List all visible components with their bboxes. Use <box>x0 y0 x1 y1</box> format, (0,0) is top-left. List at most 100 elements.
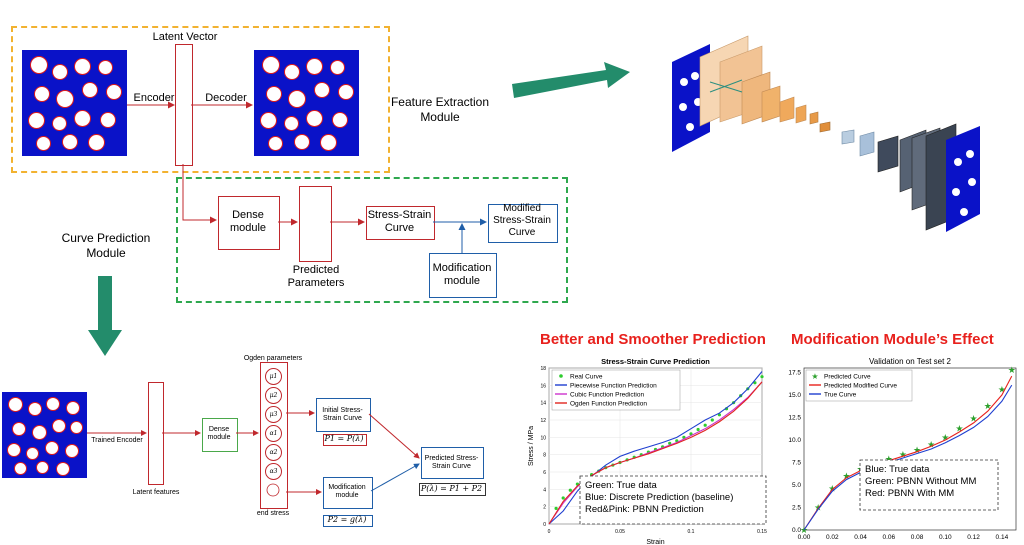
y-tick-label: 16 <box>540 383 546 389</box>
series-point-predicted-curve: ★ <box>998 385 1006 395</box>
x-tick-label: 0.1 <box>688 529 695 535</box>
cnn-autoencoder-illustration <box>672 35 980 232</box>
y-tick-label: 12 <box>540 418 546 424</box>
trained-encoder-input-image <box>2 392 87 478</box>
ogden-param-0: μ1 <box>265 368 282 385</box>
legend-label: Piecewise Function Prediction <box>570 383 657 390</box>
y-tick-label: 14 <box>540 401 546 407</box>
y-tick-label: 0 <box>543 522 546 528</box>
annotation-box <box>579 475 767 525</box>
series-point-real-curve <box>668 441 672 445</box>
chart-title: Validation on Test set 2 <box>869 357 952 366</box>
input-microstructure-image <box>22 50 127 156</box>
dense-module-label-bottom: Dense module <box>207 426 231 441</box>
right-chart-heading: Modification Module’s Effect <box>791 331 994 348</box>
reconstructed-microstructure-image <box>254 50 359 156</box>
x-tick-label: 0.14 <box>996 534 1009 541</box>
latent-features-label: Latent features <box>132 489 180 496</box>
series-point-predicted-curve: ★ <box>941 432 949 442</box>
series-point-predicted-curve: ★ <box>927 440 935 450</box>
dense-module-box <box>218 196 280 250</box>
modification-module-label-bottom: Modification module <box>328 484 366 499</box>
series-point-real-curve <box>703 423 707 427</box>
modification-eq-box <box>323 515 373 527</box>
legend-label: Predicted Curve <box>824 374 871 381</box>
series-point-predicted-curve: ★ <box>842 471 850 481</box>
legend-label: Real Curve <box>570 374 603 381</box>
curve-prediction-label: Curve Prediction Module <box>61 231 151 260</box>
y-axis-label: Stress / MPa <box>528 426 535 466</box>
predicted-eq: P(λ) = P1 + P2 <box>420 484 483 493</box>
y-tick-label: 0.0 <box>792 527 801 534</box>
series-point-predicted-curve: ★ <box>913 445 921 455</box>
x-tick-label: 0.00 <box>798 534 811 541</box>
series-point-predicted-curve: ★ <box>828 484 836 494</box>
y-tick-label: 17.5 <box>788 370 801 377</box>
modification-module-box <box>429 253 497 298</box>
x-tick-label: 0.05 <box>615 529 625 535</box>
x-tick-label: 0.15 <box>757 529 767 535</box>
ogden-param-4: α2 <box>265 444 282 461</box>
x-axis-label: Strain <box>646 539 664 545</box>
y-tick-label: 2 <box>543 505 546 511</box>
initial-curve-label: Initial Stress- Strain Curve <box>322 407 363 422</box>
predicted-parameters-box <box>299 186 332 262</box>
annotation-line: Blue: True data <box>865 464 930 475</box>
series-point-real-curve <box>710 418 714 422</box>
series-point-real-curve <box>554 506 558 510</box>
legend-label: Cubic Function Prediction <box>570 392 644 399</box>
y-tick-label: 4 <box>543 487 546 493</box>
y-tick-label: 12.5 <box>788 415 801 422</box>
left-chart-heading: Better and Smoother Prediction <box>540 331 766 348</box>
legend-label: Ogden Function Prediction <box>570 401 647 408</box>
y-tick-label: 5.0 <box>792 482 801 489</box>
chart-title: Stress-Strain Curve Prediction <box>601 357 710 366</box>
initial-eq: P1 = P(λ) <box>324 434 364 443</box>
predicted-curve-box <box>421 447 484 479</box>
y-tick-label: 8 <box>543 453 546 459</box>
latent-vector-label: Latent Vector <box>152 31 218 43</box>
annotation-line: Green: True data <box>585 480 658 491</box>
series-line-predicted-modified-curve <box>803 375 1013 531</box>
series-point-predicted-curve: ★ <box>1008 365 1016 375</box>
encoder-label: Encoder <box>133 92 175 104</box>
x-tick-label: 0 <box>548 529 551 535</box>
initial-eq-box <box>323 434 367 446</box>
series-point-real-curve <box>568 488 572 492</box>
modified-curve-label: Modified Stress-Strain Curve <box>493 203 551 238</box>
legend-box <box>805 369 913 402</box>
predicted-curve-label: Predicted Stress- Strain Curve <box>424 455 479 470</box>
modification-module-label: Modification module <box>432 262 492 287</box>
modification-module-box-bottom <box>323 477 373 509</box>
feature-extraction-region <box>11 26 390 173</box>
series-point-predicted-curve: ★ <box>955 423 963 433</box>
trained-encoder-label: Trained Encoder <box>91 437 143 444</box>
series-point-predicted-curve: ★ <box>970 413 978 423</box>
series-line-true-curve <box>803 384 1013 531</box>
series-point-predicted-curve: ★ <box>899 449 907 459</box>
ogden-param-3: α1 <box>265 425 282 442</box>
ogden-parameters-label: Ogden parameters <box>243 355 303 362</box>
predicted-eq-box <box>419 483 486 496</box>
predicted-parameters-label: Predicted Parameters <box>287 264 345 289</box>
annotation-line: Blue: Discrete Prediction (baseline) <box>585 492 733 503</box>
x-tick-label: 0.06 <box>882 534 895 541</box>
decoder-label: Decoder <box>205 92 247 104</box>
annotation-line: Red&Pink: PBNN Prediction <box>585 504 704 515</box>
dense-module-box-bottom <box>202 418 238 452</box>
feature-extraction-label: Feature Extraction Module <box>390 95 490 124</box>
y-tick-label: 7.5 <box>792 460 801 467</box>
series-point-predicted-curve: ★ <box>885 454 893 464</box>
series-point-real-curve <box>561 496 565 500</box>
legend-swatch: ★ <box>811 372 818 381</box>
annotation-line: Green: PBNN Without MM <box>865 476 976 487</box>
stress-strain-prediction-chart: Stress-Strain Curve Prediction 0 0.05 0.1 0.… <box>528 357 767 545</box>
x-tick-label: 0.08 <box>911 534 924 541</box>
stress-strain-curve-label: Stress-Strain Curve <box>367 209 432 234</box>
x-tick-label: 0.04 <box>854 534 867 541</box>
legend-swatch <box>559 374 563 378</box>
legend-label: Predicted Modified Curve <box>824 383 897 390</box>
series-point-real-curve <box>696 427 700 432</box>
initial-curve-box <box>316 398 371 432</box>
